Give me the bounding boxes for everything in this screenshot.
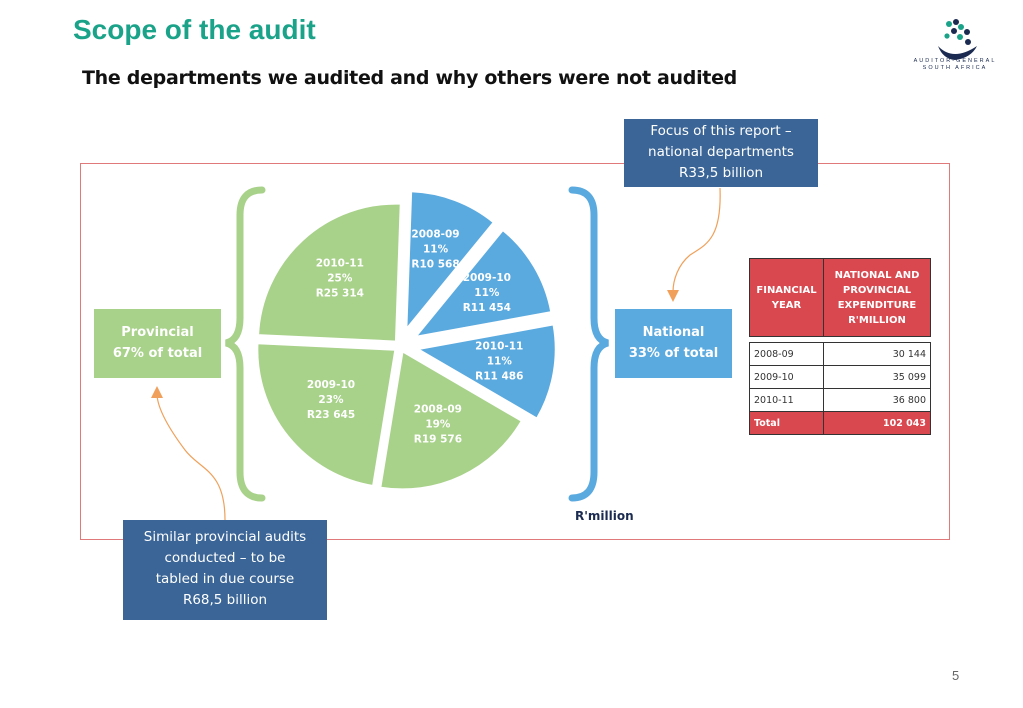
- table-row: 2009-10 35 099: [749, 365, 931, 389]
- chart-frame: [80, 163, 950, 540]
- table-row: 2010-11 36 800: [749, 388, 931, 412]
- national-brace-icon: [568, 186, 610, 502]
- provincial-connector-line: [156, 394, 226, 521]
- pie-slice-national-2010-11: [414, 323, 557, 420]
- provincial-summary-box: Provincial 67% of total: [94, 309, 221, 378]
- page-title: Scope of the audit: [73, 14, 316, 45]
- table-cell-value: 30 144: [823, 342, 931, 366]
- provincial-callout-line-4: R68,5 billion: [182, 592, 268, 608]
- logo-text: AUDITOR-GENERAL SOUTH AFRICA: [905, 58, 1005, 72]
- provincial-arrow-icon: [151, 386, 163, 398]
- national-summary-box: National 33% of total: [615, 309, 732, 378]
- auditor-general-logo-icon: [938, 19, 977, 60]
- table-cell-year: 2008-09: [749, 342, 824, 366]
- table-cell-year: 2009-10: [749, 365, 824, 389]
- unit-label: R'million: [575, 509, 634, 523]
- table-total-label: Total: [749, 411, 824, 435]
- national-connector-line: [672, 187, 721, 293]
- page-number: 5: [952, 668, 960, 683]
- table-cell-value: 35 099: [823, 365, 931, 389]
- logo-line-2: SOUTH AFRICA: [922, 65, 988, 71]
- provincial-box-label: Provincial: [121, 325, 194, 340]
- pie-slice-national-2009-10: [413, 228, 553, 339]
- national-box-label: National: [642, 325, 705, 340]
- pie-slice-provincial-2008-09: [379, 349, 524, 491]
- provincial-box-share: 67% of total: [112, 346, 203, 361]
- provincial-callout-line-2: conducted – to be: [164, 550, 286, 566]
- page-subtitle: The departments we audited and why other…: [82, 67, 737, 89]
- pie-slice-national-2008-09: [405, 190, 496, 333]
- table-header-row: FINANCIAL YEAR NATIONAL AND PROVINCIAL E…: [749, 258, 931, 337]
- pie-slice-provincial-2009-10: [256, 342, 397, 488]
- expenditure-table: FINANCIAL YEAR NATIONAL AND PROVINCIAL E…: [749, 258, 931, 435]
- logo-line-1: AUDITOR-GENERAL: [913, 58, 997, 64]
- pie-slice-provincial-2010-11: [257, 202, 402, 343]
- national-arrow-icon: [667, 290, 679, 302]
- provincial-callout-line-1: Similar provincial audits: [143, 529, 307, 545]
- table-cell-value: 36 800: [823, 388, 931, 412]
- provincial-brace-icon: [224, 186, 266, 502]
- table-total-row: Total 102 043: [749, 411, 931, 435]
- national-box-share: 33% of total: [628, 346, 719, 361]
- table-row: 2008-09 30 144: [749, 342, 931, 366]
- table-cell-year: 2010-11: [749, 388, 824, 412]
- provincial-callout-line-3: tabled in due course: [155, 571, 295, 587]
- national-callout-line-2: national departments: [648, 144, 794, 160]
- national-callout-line-1: Focus of this report –: [650, 123, 792, 139]
- table-header-year: FINANCIAL YEAR: [749, 258, 824, 337]
- provincial-callout: Similar provincial audits conducted – to…: [123, 520, 327, 620]
- national-callout-line-3: R33,5 billion: [678, 165, 764, 181]
- national-callout: Focus of this report – national departme…: [624, 119, 818, 187]
- table-header-expenditure: NATIONAL AND PROVINCIAL EXPENDITURE R'MI…: [823, 258, 931, 337]
- table-total-value: 102 043: [823, 411, 931, 435]
